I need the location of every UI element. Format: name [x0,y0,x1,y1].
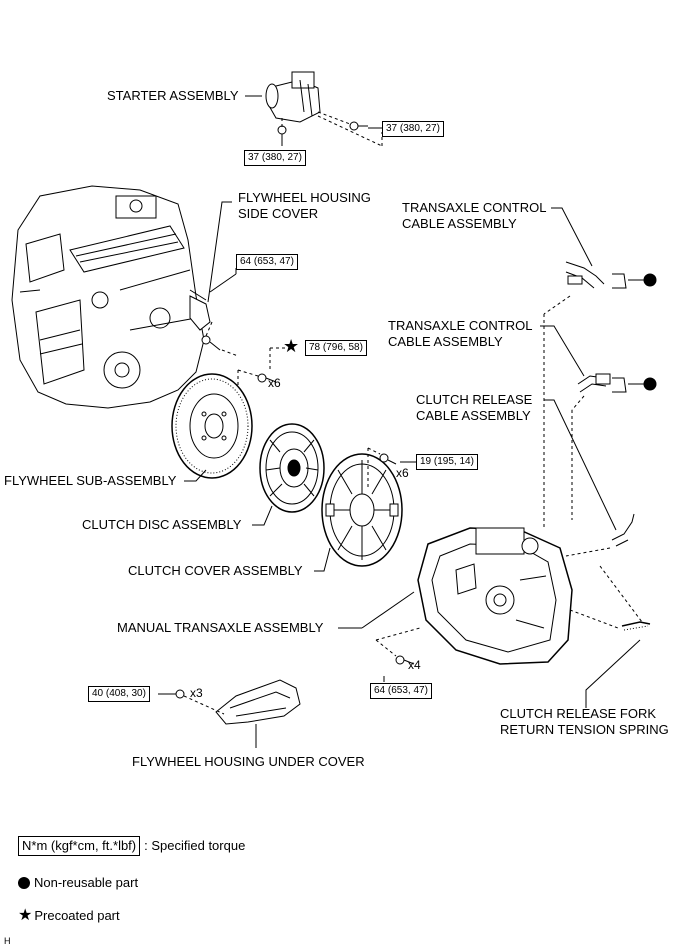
label-clutch-cover-assembly: CLUTCH COVER ASSEMBLY [128,563,303,578]
legend-precoated: ★ Precoated part [18,908,120,924]
precoated-star-icon: ★ [283,336,300,356]
label-clutch-release-cable-2: CABLE ASSEMBLY [416,408,531,423]
torque-starter-right: 37 (380, 27) [382,121,444,137]
label-transaxle-control-cable-1a: TRANSAXLE CONTROL [402,200,547,215]
clutch-cover-drawing [321,453,403,567]
torque-transaxle: 64 (653, 47) [370,683,432,699]
label-manual-transaxle-assembly: MANUAL TRANSAXLE ASSEMBLY [117,620,324,635]
legend-nonreusable-text: Non-reusable part [34,875,139,890]
qty-under-cover: x3 [190,686,203,700]
label-clutch-release-fork-2: RETURN TENSION SPRING [500,722,669,737]
torque-starter-lower: 37 (380, 27) [244,150,306,166]
label-transaxle-control-cable-1b: CABLE ASSEMBLY [402,216,517,231]
qty-flywheel: x6 [268,376,281,390]
torque-side-cover: 64 (653, 47) [236,254,298,270]
legend-nonreusable: Non-reusable part [18,875,138,891]
label-flywheel-housing-side-cover-1: FLYWHEEL HOUSING [238,190,371,205]
label-clutch-release-fork-1: CLUTCH RELEASE FORK [500,706,657,721]
engine-drawing [11,185,207,409]
under-cover-drawing [215,679,301,725]
flywheel-drawing [171,373,253,479]
label-transaxle-control-cable-2b: CABLE ASSEMBLY [388,334,503,349]
label-flywheel-sub-assembly: FLYWHEEL SUB-ASSEMBLY [4,473,177,488]
legend-torque-desc: : Specified torque [144,838,246,853]
qty-transaxle: x4 [408,658,421,672]
torque-clutch-cover: 19 (195, 14) [416,454,478,470]
label-clutch-disc-assembly: CLUTCH DISC ASSEMBLY [82,517,242,532]
clutch-disc-drawing [259,423,325,513]
qty-clutch-cover: x6 [396,466,409,480]
starter-drawing [265,71,368,146]
label-clutch-release-cable-1: CLUTCH RELEASE [416,392,533,407]
label-flywheel-housing-under-cover: FLYWHEEL HOUSING UNDER COVER [132,754,365,769]
torque-under-cover: 40 (408, 30) [88,686,150,702]
precoated-star-legend-icon: ★ [18,907,33,924]
transaxle-drawing [417,527,573,665]
label-transaxle-control-cable-2a: TRANSAXLE CONTROL [388,318,533,333]
legend-torque-unit: N*m (kgf*cm, ft.*lbf) [18,836,141,856]
legend-precoated-text: Precoated part [34,908,120,923]
label-flywheel-housing-side-cover-2: SIDE COVER [238,206,319,221]
label-starter-assembly: STARTER ASSEMBLY [107,88,239,103]
nonreusable-dot-icon [18,877,30,889]
figure-code: H [4,936,11,946]
torque-flywheel: 78 (796, 58) [305,340,367,356]
legend-torque: N*m (kgf*cm, ft.*lbf) : Specified torque [18,836,245,856]
